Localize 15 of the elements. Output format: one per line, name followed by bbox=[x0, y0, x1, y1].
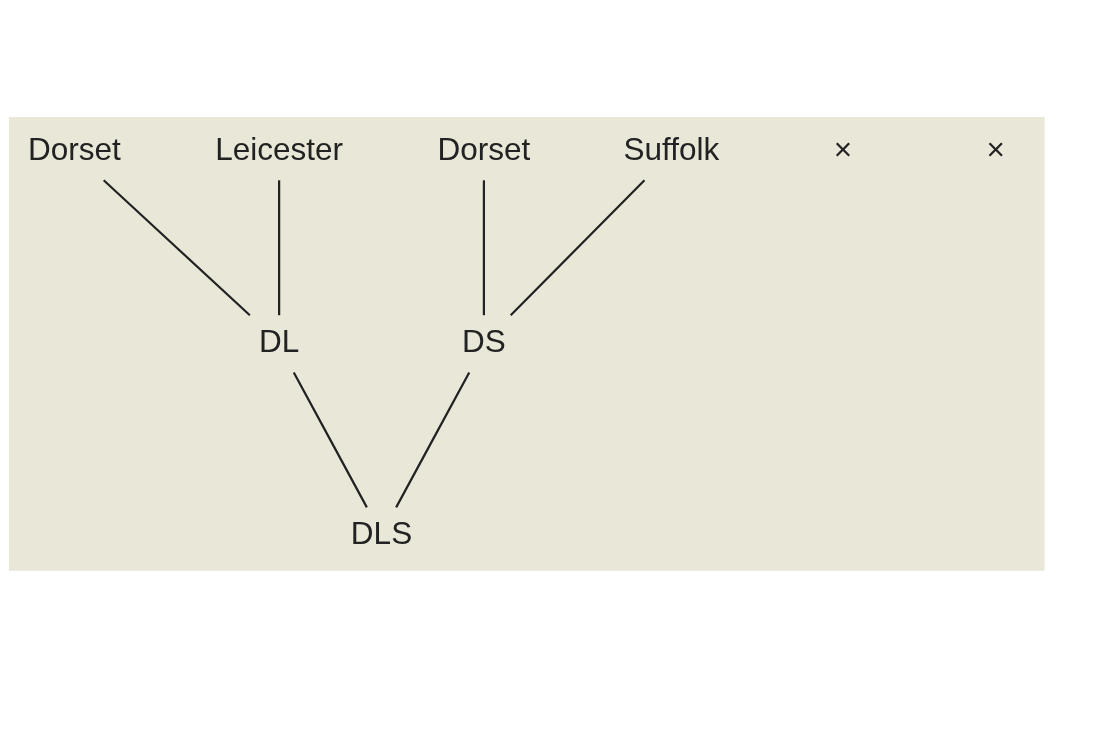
node-text: Leicester bbox=[215, 130, 344, 167]
node-text: Dorset bbox=[27, 130, 121, 167]
label: × bbox=[986, 130, 1006, 167]
node-text: Suffolk bbox=[623, 130, 720, 167]
label: × bbox=[833, 130, 853, 167]
connector bbox=[482, 179, 485, 315]
node-text: DL bbox=[258, 322, 300, 359]
node-text: Dorset bbox=[437, 130, 531, 167]
node-text: DS bbox=[462, 322, 506, 359]
connector bbox=[509, 179, 646, 316]
connector bbox=[102, 179, 251, 316]
connector bbox=[278, 179, 281, 315]
connector bbox=[395, 371, 471, 508]
connector bbox=[292, 371, 368, 508]
node-text: DLS bbox=[350, 514, 413, 551]
